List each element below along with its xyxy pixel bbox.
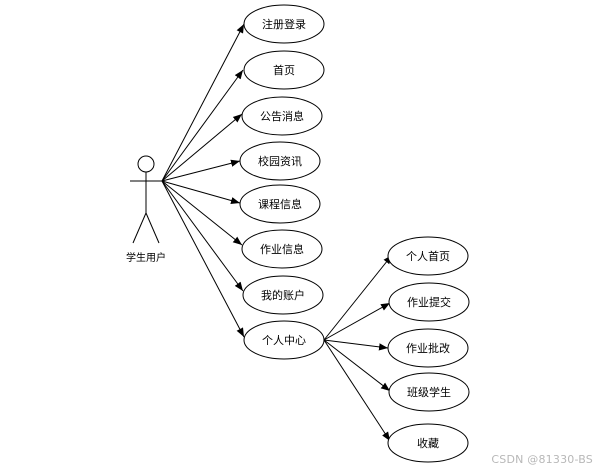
sub-case-favorites-ellipse (387, 423, 469, 463)
sub-case-homework-submit-label: 作业提交 (407, 295, 451, 309)
use-case-course-info-label: 课程信息 (258, 197, 302, 211)
sub-case-homework-submit[interactable]: 作业提交 (388, 282, 470, 322)
sub-case-favorites[interactable]: 收藏 (387, 423, 469, 463)
sub-case-personal-home-ellipse (387, 236, 469, 276)
use-case-my-account-label: 我的账户 (261, 288, 305, 302)
actor-right-leg (145, 212, 160, 244)
use-case-homework-info-ellipse (241, 229, 323, 269)
use-case-campus-news-ellipse (239, 141, 321, 181)
edge-class-students (323, 339, 391, 392)
use-case-home[interactable]: 首页 (243, 50, 325, 90)
use-case-register-login-label: 注册登录 (262, 17, 306, 31)
actor-label: 学生用户 (126, 251, 166, 264)
use-case-homework-info[interactable]: 作业信息 (241, 229, 323, 269)
edge-homework-info (161, 180, 243, 246)
use-case-course-info[interactable]: 课程信息 (239, 184, 321, 224)
use-case-personal-center[interactable]: 个人中心 (243, 320, 325, 360)
sub-case-homework-submit-ellipse (388, 282, 470, 322)
use-case-announcements-label: 公告消息 (260, 109, 304, 123)
edge-my-account (161, 180, 244, 292)
edge-announcements (161, 113, 243, 182)
use-case-home-ellipse (243, 50, 325, 90)
edge-personal-home (323, 254, 393, 341)
sub-case-personal-home[interactable]: 个人首页 (387, 236, 469, 276)
edge-favorites (323, 339, 391, 442)
use-case-home-label: 首页 (273, 63, 295, 77)
use-case-campus-news-label: 校园资讯 (258, 154, 302, 168)
use-case-personal-center-ellipse (243, 320, 325, 360)
actor-associations (161, 23, 245, 338)
sub-case-homework-grading-ellipse (387, 328, 469, 368)
use-case-course-info-ellipse (239, 184, 321, 224)
edge-home (161, 69, 244, 182)
edge-course-info (161, 180, 241, 205)
personal-center-associations (323, 254, 393, 442)
use-case-announcements-ellipse (241, 96, 323, 136)
sub-case-class-students-label: 班级学生 (407, 385, 451, 399)
use-case-homework-info-label: 作业信息 (260, 242, 304, 256)
use-case-register-login-ellipse (243, 4, 325, 44)
use-case-announcements[interactable]: 公告消息 (241, 96, 323, 136)
sub-case-favorites-label: 收藏 (417, 436, 439, 450)
sub-case-homework-grading-label: 作业批改 (406, 341, 450, 355)
actor-head (137, 155, 155, 173)
edge-homework-grading (323, 339, 389, 351)
edge-personal-center (161, 180, 245, 338)
edge-homework-submit (323, 302, 391, 341)
actor-student-user (130, 155, 162, 244)
use-case-my-account[interactable]: 我的账户 (242, 275, 324, 315)
use-case-register-login[interactable]: 注册登录 (243, 4, 325, 44)
sub-case-personal-home-label: 个人首页 (406, 249, 450, 263)
use-case-campus-news[interactable]: 校园资讯 (239, 141, 321, 181)
sub-case-class-students[interactable]: 班级学生 (388, 372, 470, 412)
sub-case-class-students-ellipse (388, 372, 470, 412)
use-case-my-account-ellipse (242, 275, 324, 315)
use-case-personal-center-label: 个人中心 (262, 334, 306, 347)
watermark: CSDN @81330-BS (491, 453, 593, 466)
edge-register-login (161, 23, 245, 182)
sub-case-homework-grading[interactable]: 作业批改 (387, 328, 469, 368)
edge-campus-news (161, 159, 241, 182)
actor-left-leg (132, 212, 147, 244)
